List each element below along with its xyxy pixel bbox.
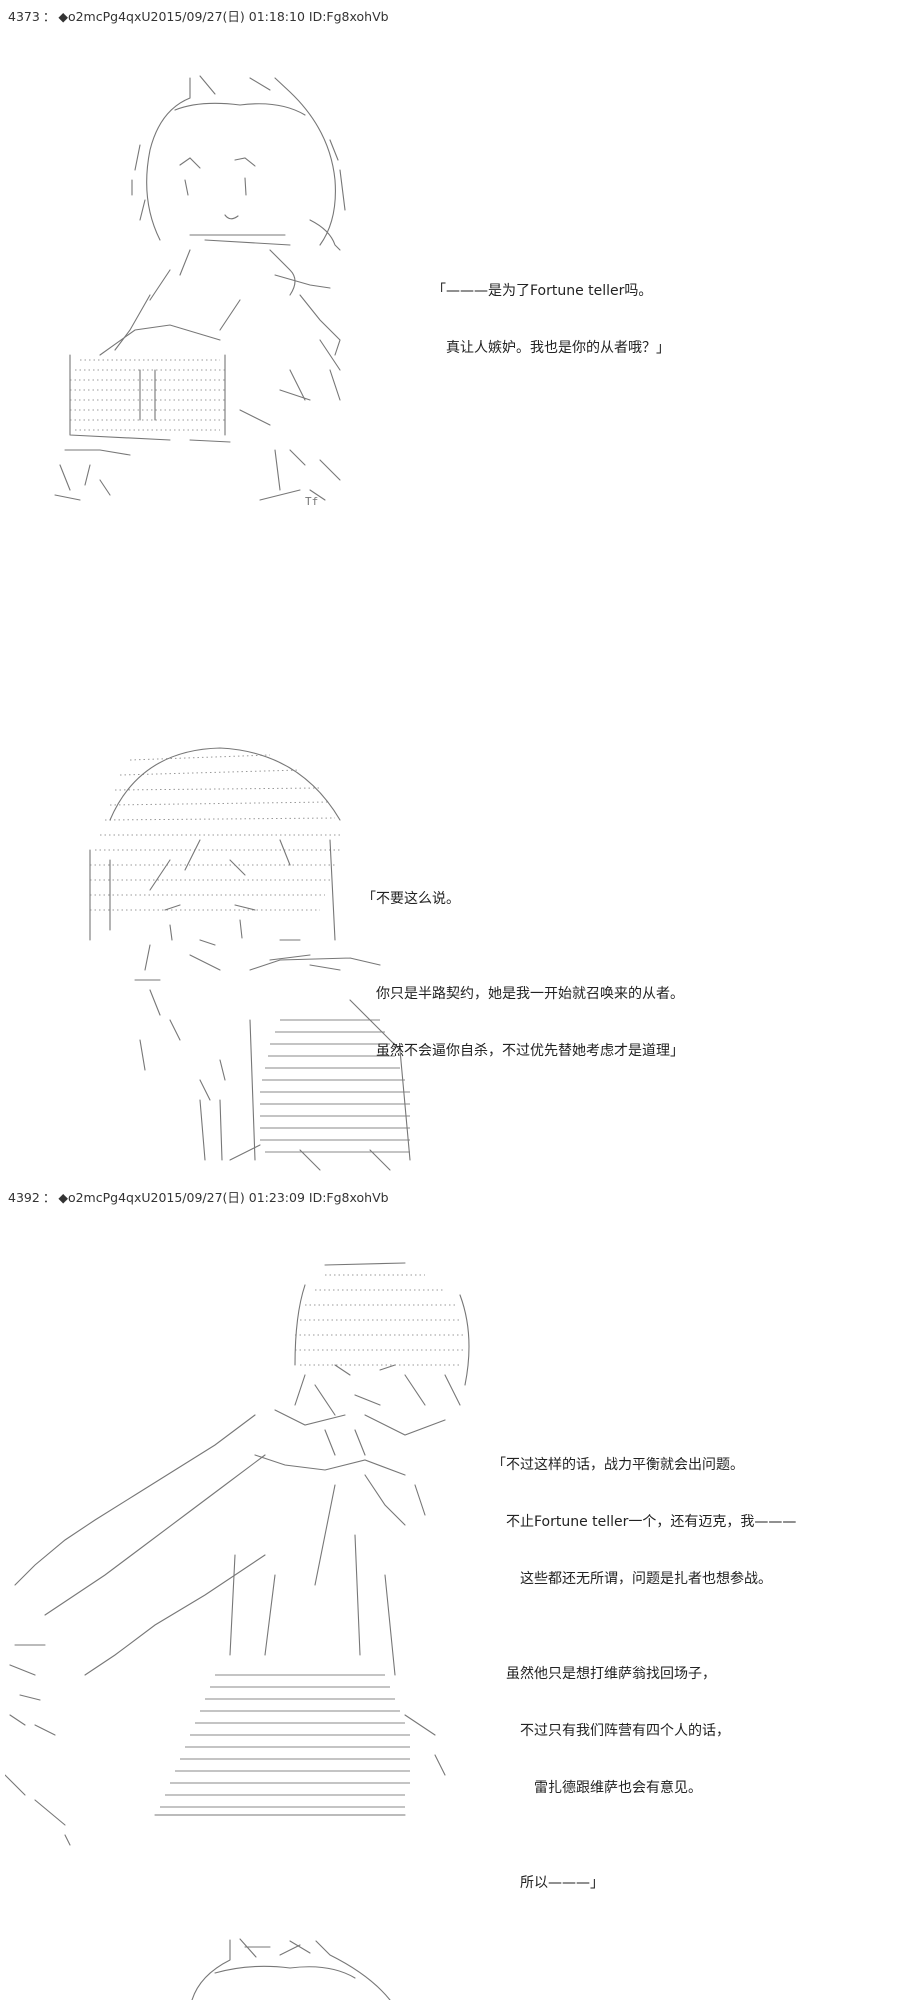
- post-trip[interactable]: ◆o2mcPg4qxU: [58, 1190, 151, 1205]
- dialogue-line: 虽然他只是想打维萨翁找回场子，: [492, 1666, 716, 1682]
- aa-figure-girl-2: [50, 740, 460, 1180]
- dialogue-2: 「不要这么说。 你只是半路契约，她是我一开始就召唤来的从者。 虽然不会逼你自杀，…: [362, 852, 684, 1080]
- dialogue-line: 「不要这么说。: [362, 891, 460, 907]
- post-datetime: 2015/09/27(日) 01:18:10: [150, 9, 305, 24]
- aa-figure-reaching: [5, 1255, 485, 1855]
- dialogue-line: 所以———」: [492, 1875, 604, 1891]
- post-header-4392: 4392：◆o2mcPg4qxU2015/09/27(日) 01:23:09 I…: [8, 1187, 389, 1206]
- dialogue-line: 「———是为了Fortune teller吗。: [432, 283, 653, 299]
- dialogue-line: 你只是半路契约，她是我一开始就召唤来的从者。: [362, 986, 684, 1002]
- post-datetime: 2015/09/27(日) 01:23:09: [150, 1190, 305, 1205]
- dialogue-line: 「不过这样的话，战力平衡就会出问题。: [492, 1457, 744, 1473]
- dialogue-line: 不止Fortune teller一个，还有迈克，我———: [492, 1514, 797, 1530]
- post-number: 4392: [8, 1190, 40, 1205]
- aa-sign-text: Tf: [305, 495, 318, 508]
- aa-figure-girl-partial: [190, 1935, 430, 2000]
- dialogue-line: 雷扎德跟维萨也会有意见。: [492, 1780, 702, 1796]
- dialogue-3: 「不过这样的话，战力平衡就会出问题。 不止Fortune teller一个，还有…: [492, 1418, 796, 1912]
- dialogue-line: 不过只有我们阵营有四个人的话，: [492, 1723, 730, 1739]
- dialogue-1: 「———是为了Fortune teller吗。 真让人嫉妒。我也是你的从者哦？」: [432, 244, 670, 377]
- dialogue-line: 虽然不会逼你自杀，不过优先替她考虑才是道理」: [362, 1043, 684, 1059]
- aa-figure-girl-1: Tf: [40, 70, 370, 510]
- dialogue-line: 这些都还无所谓，问题是扎者也想参战。: [492, 1571, 772, 1587]
- post-number: 4373: [8, 9, 40, 24]
- post-uid[interactable]: ID:Fg8xohVb: [308, 9, 389, 24]
- dialogue-line: 真让人嫉妒。我也是你的从者哦？」: [432, 340, 670, 356]
- post-separator: ：: [42, 1190, 56, 1205]
- post-header-4373: 4373：◆o2mcPg4qxU2015/09/27(日) 01:18:10 I…: [8, 6, 389, 25]
- post-trip[interactable]: ◆o2mcPg4qxU: [58, 9, 151, 24]
- post-separator: ：: [42, 9, 56, 24]
- post-uid[interactable]: ID:Fg8xohVb: [308, 1190, 389, 1205]
